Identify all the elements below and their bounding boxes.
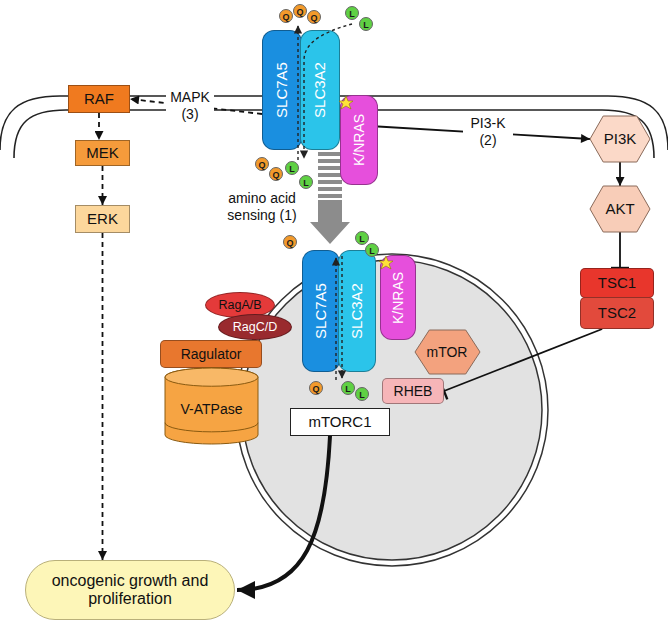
glutamine-dot: Q <box>255 157 269 171</box>
cylinder-top <box>165 368 258 386</box>
gtpase-ellipse: RagC/D <box>218 314 292 340</box>
sensing-stripe <box>318 194 342 198</box>
node-label: mTORC1 <box>308 413 371 430</box>
complex-box: mTORC1 <box>290 408 390 436</box>
leucine-dot: L <box>345 6 359 20</box>
leucine-dot: L <box>355 387 369 401</box>
cylinder-ring <box>165 423 258 432</box>
connector-line <box>237 436 330 590</box>
connector <box>102 166 103 205</box>
kinase-hexagon: mTOR <box>415 330 480 374</box>
node-label: ERK <box>87 210 118 227</box>
node-label: mTOR <box>427 344 468 360</box>
node-label: RHEB <box>394 383 433 399</box>
node-label: K/NRAS <box>390 271 406 323</box>
node-label: K/NRAS <box>351 114 367 166</box>
kinase-box: ERK <box>75 205 130 233</box>
connector <box>99 113 100 140</box>
hexagon-shape <box>415 330 480 374</box>
kinase-hexagon: PI3K <box>590 116 650 162</box>
glutamine-dot: Q <box>309 381 323 395</box>
node-label: Ragulator <box>181 346 242 362</box>
connector <box>611 232 629 268</box>
mutation-star <box>339 96 353 109</box>
node-label: oncogenic growth and proliferation <box>26 572 234 609</box>
sensing-stripe <box>318 166 342 170</box>
pathway-label: PI3-K (2) <box>463 114 513 150</box>
node-label: RagC/D <box>233 320 277 334</box>
kinase-box: RAF <box>68 85 130 113</box>
outcome-box: oncogenic growth and proliferation <box>25 560 235 620</box>
dashed-connector <box>98 113 100 140</box>
kinase-box: MEK <box>75 140 130 166</box>
node-label: MEK <box>86 144 119 161</box>
ragulator-box: Ragulator <box>160 340 262 368</box>
connector <box>620 162 621 186</box>
transporter-box: SLC7A5 <box>262 30 302 150</box>
node-label: SLC7A5 <box>273 62 290 118</box>
connector-line <box>619 232 621 268</box>
glutamine-dot: Q <box>283 235 297 249</box>
leucine-dot: L <box>285 161 299 175</box>
pathway-label: MAPK (3) <box>166 88 214 124</box>
sensing-arrowhead <box>310 200 350 244</box>
ras-box: K/NRAS <box>380 255 416 340</box>
glutamine-dot: Q <box>279 9 293 23</box>
sensing-stripe <box>318 187 342 191</box>
node-label: TSC1 <box>598 274 636 291</box>
node-label: PI3K <box>604 130 637 147</box>
dashed-connector <box>102 233 104 560</box>
leucine-dot: L <box>359 17 373 31</box>
glutamine-dot: Q <box>307 10 321 24</box>
gtpase-box: RHEB <box>382 378 444 404</box>
sensing-stripe <box>318 180 342 184</box>
kinase-hexagon: AKT <box>590 186 650 232</box>
transporter-box: SLC3A2 <box>338 250 376 372</box>
lysosome-outer <box>236 254 548 566</box>
node-label: RagA/B <box>218 298 261 312</box>
glutamine-efflux-arrow <box>335 258 336 380</box>
leucine-influx-arrow <box>341 256 342 378</box>
node-label: V-ATPase <box>181 401 243 417</box>
mutation-star <box>379 256 393 269</box>
node-label: TSC2 <box>598 304 636 321</box>
sensing-stripe <box>318 159 342 163</box>
leucine-influx-arrow <box>304 24 352 158</box>
pathway-label: amino acid sensing (1) <box>218 190 306 224</box>
transporter-box: SLC7A5 <box>302 250 340 372</box>
node-label: SLC3A2 <box>348 283 365 339</box>
complex-box: TSC2 <box>580 297 654 329</box>
connector-line <box>619 162 621 186</box>
sensing-stripe <box>318 173 342 177</box>
leucine-dot: L <box>341 381 355 395</box>
hexagon-shape <box>590 186 650 232</box>
atpase-cylinder: V-ATPase <box>165 368 258 444</box>
transporter-box: SLC3A2 <box>300 30 340 150</box>
glutamine-dot: Q <box>269 167 283 181</box>
ras-box: K/NRAS <box>340 95 378 185</box>
lysosome <box>242 260 542 560</box>
hexagon-shape <box>590 116 650 162</box>
leucine-dot: L <box>355 231 369 245</box>
node-label: SLC7A5 <box>312 283 329 339</box>
sensing-stripe <box>318 152 342 156</box>
connector <box>237 436 330 590</box>
glutamine-efflux-arrow <box>297 26 298 160</box>
node-label: RAF <box>84 90 114 107</box>
dashed-connector <box>102 166 104 205</box>
complex-box: TSC1 <box>580 268 654 298</box>
leucine-dot: L <box>365 243 379 257</box>
cylinder-body <box>165 368 258 444</box>
node-label: SLC3A2 <box>311 62 328 118</box>
connector <box>102 233 103 560</box>
glutamine-dot: Q <box>293 4 307 18</box>
leucine-dot: L <box>299 175 313 189</box>
node-label: AKT <box>605 200 634 217</box>
